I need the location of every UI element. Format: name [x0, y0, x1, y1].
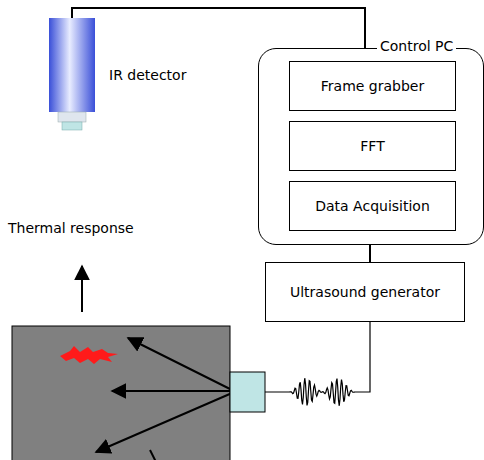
control-pc: Frame grabberFFTData AcquisitionControl …	[258, 48, 484, 245]
node-label: Frame grabber	[321, 78, 424, 94]
ultrasound-rays	[96, 338, 232, 460]
node-label: Data Acquisition	[315, 198, 430, 214]
thermal-arrow	[81, 266, 83, 312]
node-label: FFT	[360, 138, 384, 154]
defect	[60, 346, 118, 364]
node-label: Control PC	[377, 37, 456, 55]
connector	[369, 245, 371, 262]
connector	[72, 8, 365, 48]
generator-box: Ultrasound generator	[265, 262, 465, 322]
specimen	[12, 326, 230, 460]
node-label: Ultrasound generator	[290, 284, 440, 300]
transducer	[230, 372, 265, 412]
process-box: Data Acquisition	[289, 181, 456, 231]
process-box: Frame grabber	[289, 61, 456, 111]
node-label: IR detector	[106, 66, 189, 84]
detector-shape	[48, 18, 96, 144]
annotation-label: Thermal response	[8, 220, 134, 236]
process-box: FFT	[289, 121, 456, 171]
ir-detector: IR detector	[48, 18, 96, 130]
excitation-wire	[265, 322, 370, 406]
